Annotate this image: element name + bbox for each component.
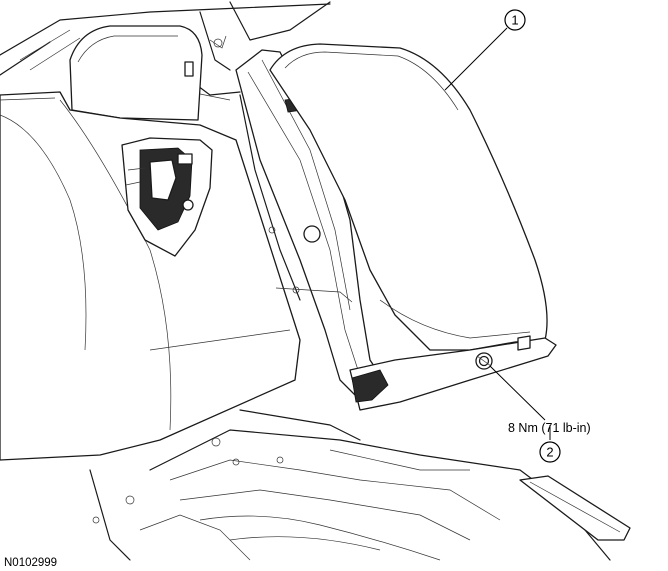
seat-backrest — [0, 91, 301, 461]
torque-spec-label: 8 Nm (71 lb-in) — [508, 421, 591, 435]
callout-1: 1 — [444, 9, 526, 91]
callout-2-number: 2 — [546, 445, 553, 460]
headrest — [69, 25, 203, 121]
side-bolster — [269, 43, 557, 411]
figure-code: N0102999 — [4, 557, 57, 569]
floor-structure — [89, 409, 631, 561]
callout-2: 8 Nm (71 lb-in) 2 — [489, 365, 591, 463]
seat-latch-bracket — [121, 137, 213, 257]
retaining-nut — [475, 352, 493, 370]
callout-1-number: 1 — [511, 13, 518, 28]
